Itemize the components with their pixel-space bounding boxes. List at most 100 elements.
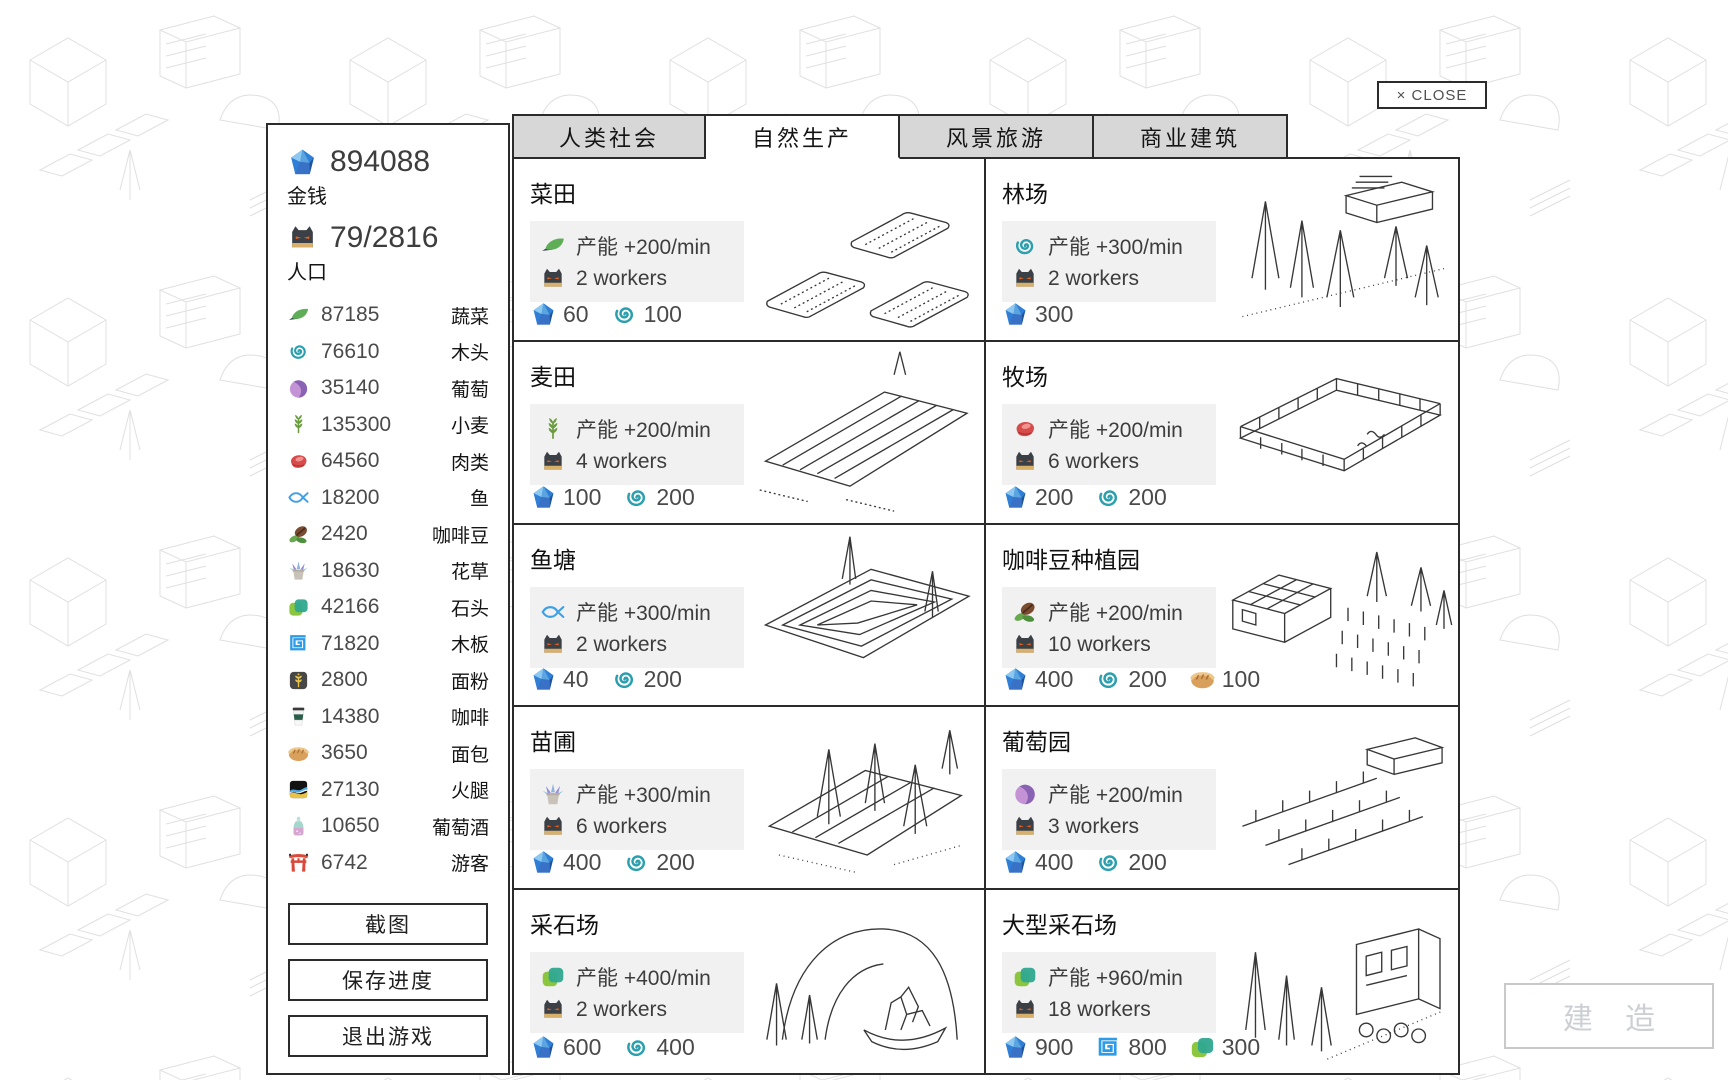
production-rate: 产能 +200/min [576,418,711,442]
population-label: 人口 [287,262,327,284]
cost-value: 200 [1128,483,1167,510]
production-line: 产能 +960/min [1012,962,1200,992]
cost-item: 200 [1095,483,1167,511]
production-rate: 产能 +200/min [1048,784,1183,808]
tab-human-society[interactable]: 人类社会 [512,114,706,159]
resource-count: 76610 [321,339,380,363]
cost-value: 40 [563,666,589,693]
cost-resource-icon [1095,1034,1122,1061]
resource-icon [287,851,310,874]
workers-count: 2 workers [576,998,668,1022]
production-info-box: 产能 +200/min 3 workers [1002,769,1216,851]
workers-count: 4 workers [576,449,668,473]
card-nursery[interactable]: 苗圃 产能 +300/min 6 workers 400 200 [514,707,986,891]
card-coffee-plantation[interactable]: 咖啡豆种植园 产能 +200/min 10 workers 400 200 10… [986,524,1458,708]
card-vegetable-field[interactable]: 菜田 产能 +200/min 2 workers 60 100 [514,159,986,342]
sidebar-buttons: 截图 保存进度 退出游戏 [288,903,488,1057]
cost-item: 100 [611,301,682,328]
card-title: 麦田 [530,363,576,390]
production-line: 产能 +300/min [540,779,728,809]
cost-resource-icon [1002,666,1029,693]
cost-resource-icon [1189,1034,1216,1061]
resource-count: 2800 [321,668,368,692]
production-rate: 产能 +200/min [1048,418,1183,442]
resource-name: 蔬菜 [450,306,489,328]
cost-item: 600 [530,1034,601,1061]
resource-row-fish: 18200 鱼 [287,480,489,517]
card-wheat-field[interactable]: 麦田 产能 +200/min 4 workers 100 200 [514,341,986,525]
cost-value: 100 [563,483,602,510]
resource-row-grape: 35140 葡萄 [287,370,489,407]
cost-value: 600 [563,1034,602,1060]
production-rate: 产能 +200/min [576,236,711,259]
cost-item: 400 [530,849,601,876]
card-quarry[interactable]: 采石场 产能 +400/min 2 workers 600 400 [514,890,986,1073]
cat-worker-icon [1012,449,1038,475]
workers-line: 2 workers [1012,266,1200,292]
workers-count: 2 workers [576,632,668,656]
card-pasture[interactable]: 牧场 产能 +200/min 6 workers 200 200 [986,341,1458,525]
cost-row: 60 100 [530,301,682,328]
tab-scenic-tourism[interactable]: 风景旅游 [900,114,1094,159]
workers-line: 2 workers [540,997,728,1023]
card-title: 鱼塘 [530,546,576,573]
tab-natural-production[interactable]: 自然生产 [706,114,900,159]
resource-icon [287,742,310,765]
card-forest-farm[interactable]: 林场 产能 +300/min 2 workers 300 [986,159,1458,342]
card-title: 大型采石场 [1002,912,1117,939]
build-menu-panel: 菜田 产能 +200/min 2 workers 60 100 林场 产能 +3… [512,157,1460,1075]
resource-icon [287,778,310,801]
sidebar-button-save[interactable]: 保存进度 [288,959,488,1001]
resource-icon [287,413,310,436]
resource-icon [287,304,310,327]
card-fish-pond[interactable]: 鱼塘 产能 +300/min 2 workers 40 200 [514,524,986,708]
tab-bar: 人类社会 自然生产 风景旅游 商业建筑 [512,114,1288,159]
workers-count: 2 workers [576,267,668,290]
card-vineyard[interactable]: 葡萄园 产能 +200/min 3 workers 400 200 [986,707,1458,891]
resource-row-wheat: 135300 小麦 [287,407,489,444]
resource-row-coffee-bean: 2420 咖啡豆 [287,516,489,553]
cost-resource-icon [1002,301,1029,328]
production-rate: 产能 +200/min [1048,601,1183,625]
production-resource-icon [540,416,566,442]
resource-name: 花草 [450,562,489,584]
resource-name: 木头 [450,343,489,365]
sidebar-button-screenshot[interactable]: 截图 [288,903,488,945]
resource-icon [287,596,310,619]
production-info-box: 产能 +300/min 2 workers [1002,221,1216,302]
cost-item: 200 [1002,484,1073,511]
production-line: 产能 +200/min [1012,597,1200,627]
resource-icon [287,523,310,546]
production-line: 产能 +300/min [1012,231,1200,261]
cost-resource-icon [530,484,557,511]
money-stat: 894088 金钱 [287,145,489,209]
cost-value: 200 [1128,666,1167,693]
production-resource-icon [1012,233,1038,259]
resource-name: 肉类 [450,452,489,474]
workers-line: 2 workers [540,266,728,292]
tab-commercial-building[interactable]: 商业建筑 [1094,114,1288,159]
cost-value: 400 [656,1034,695,1060]
build-button[interactable]: 建 造 [1504,983,1714,1049]
card-large-quarry[interactable]: 大型采石场 产能 +960/min 18 workers 900 800 300 [986,890,1458,1073]
money-value: 894088 [330,145,431,178]
production-resource-icon [540,233,566,259]
workers-line: 3 workers [1012,814,1200,840]
resource-name: 木板 [450,635,489,657]
cost-item: 900 [1002,1034,1073,1061]
cost-value: 400 [1035,849,1074,876]
card-title: 采石场 [530,912,599,939]
population-stat: 79/2816 人口 [287,221,489,285]
production-line: 产能 +200/min [540,231,728,261]
sidebar-button-quit[interactable]: 退出游戏 [288,1015,488,1057]
resource-name: 咖啡豆 [431,525,489,547]
cost-resource-icon [1002,849,1029,876]
production-info-box: 产能 +200/min 10 workers [1002,586,1216,668]
cat-worker-icon [540,632,566,658]
resource-name: 石头 [450,598,489,620]
resource-row-wood: 76610 木头 [287,334,489,371]
close-button[interactable]: × CLOSE [1377,81,1487,109]
workers-count: 6 workers [1048,449,1140,473]
workers-count: 18 workers [1048,998,1151,1022]
cost-item: 200 [1095,849,1167,876]
